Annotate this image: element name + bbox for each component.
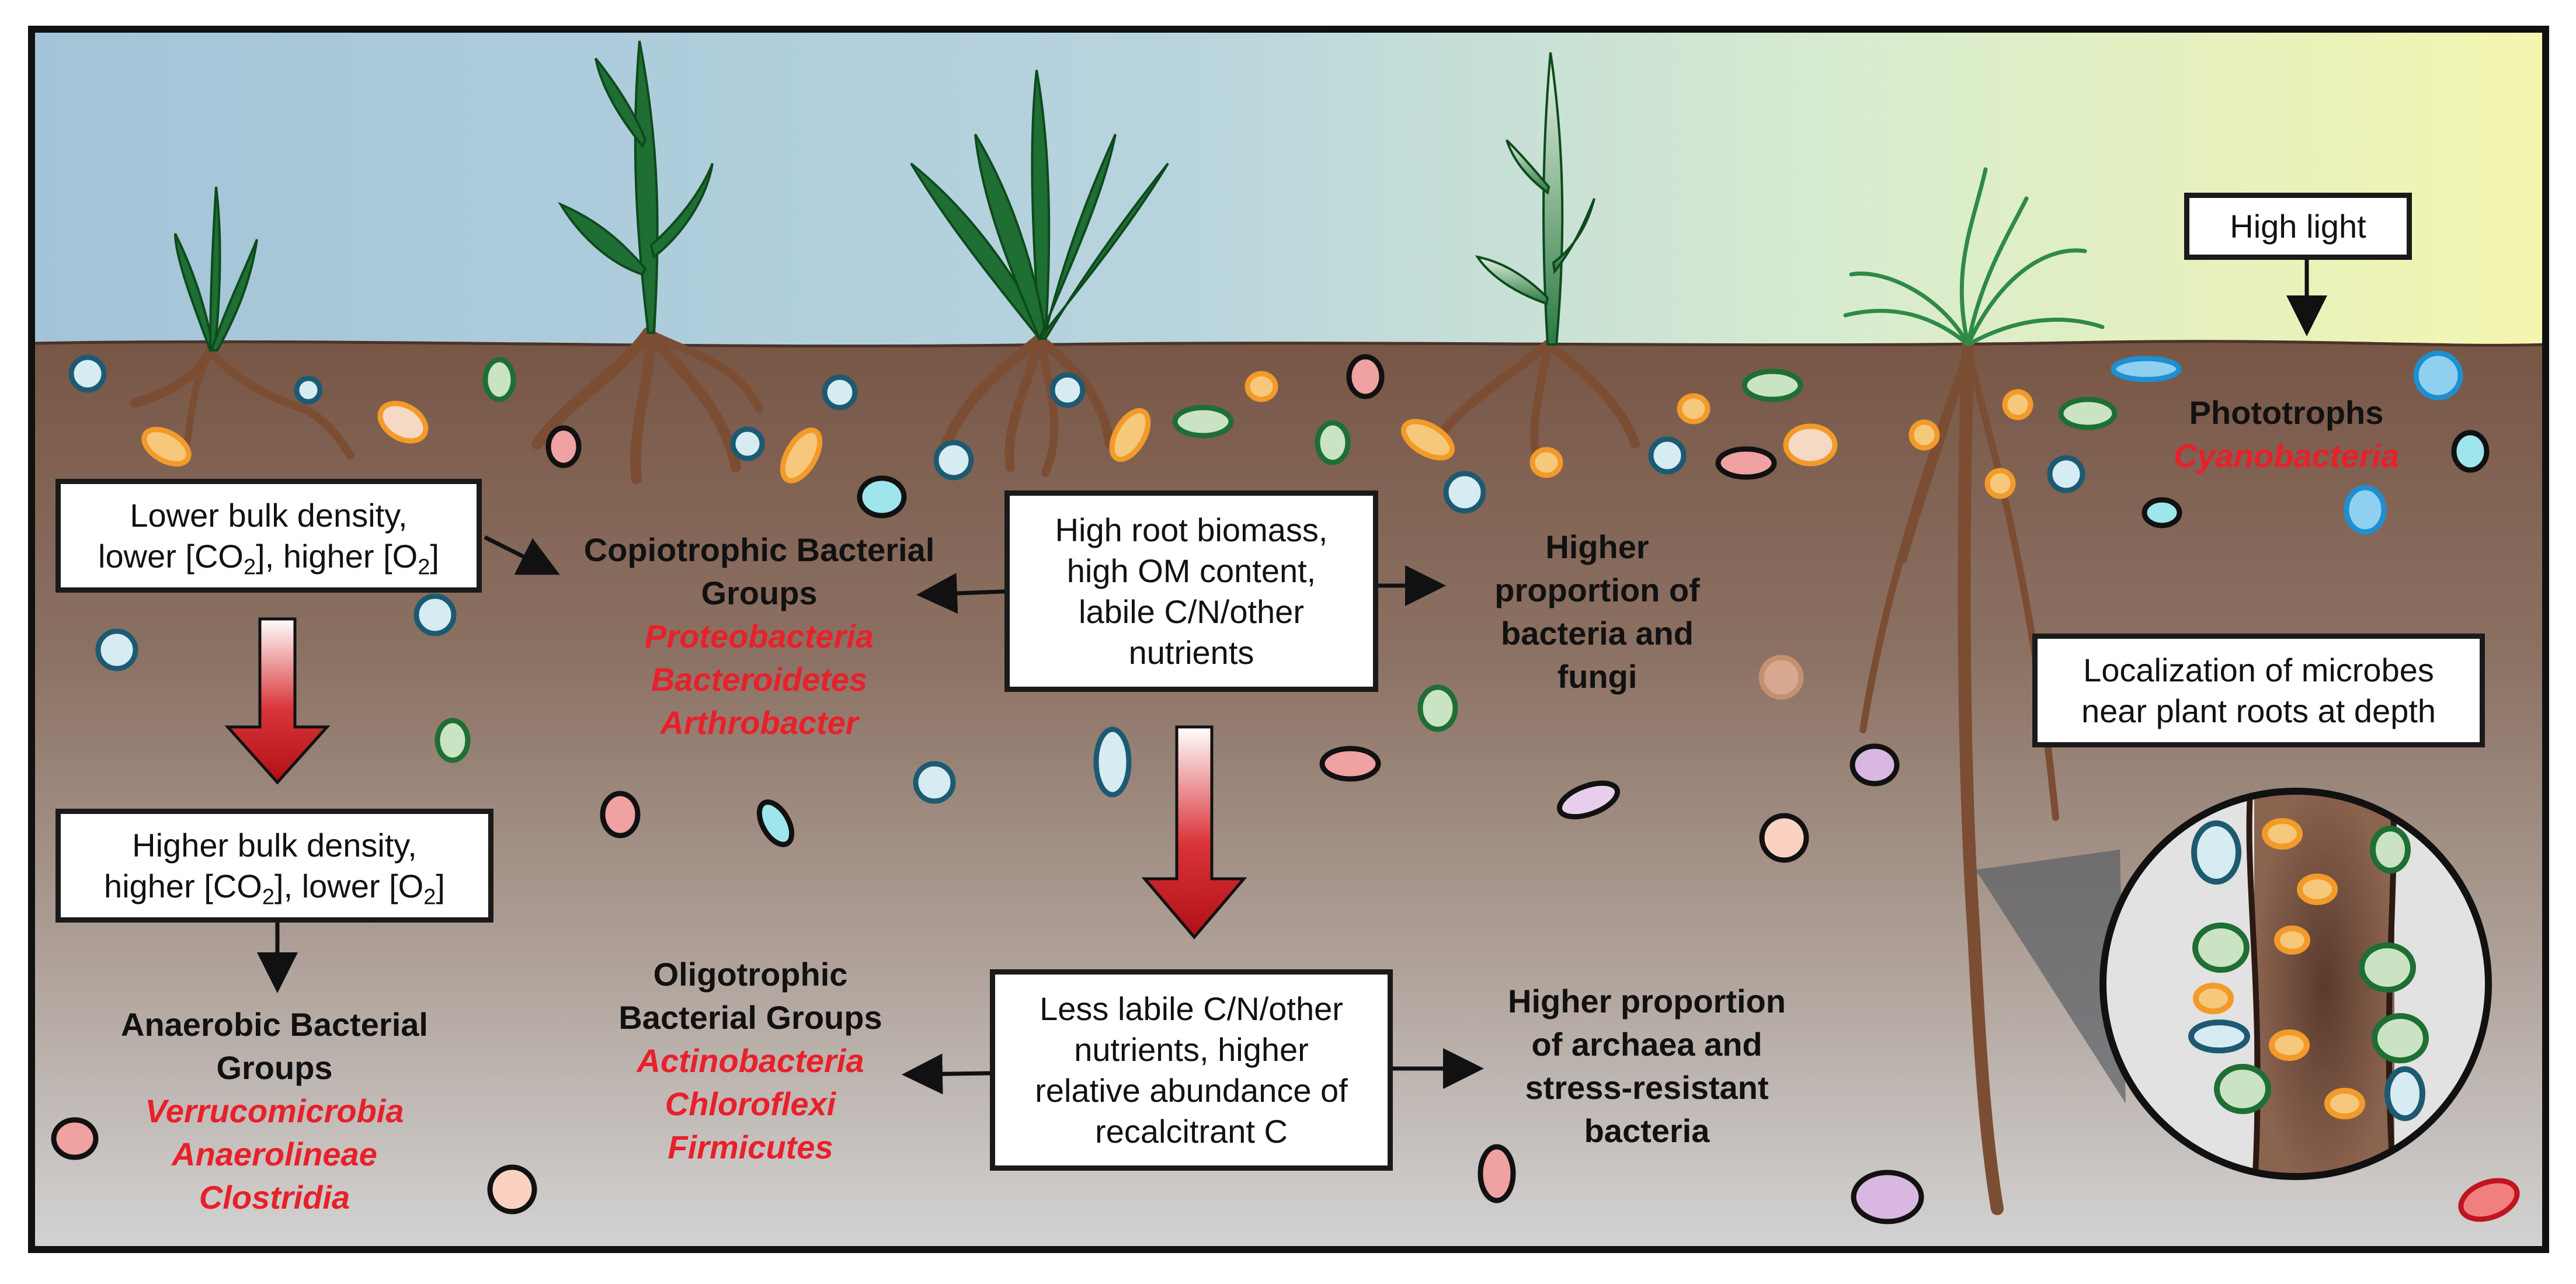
- archaea-label: Higher proportion of archaea and stress-…: [1483, 980, 1810, 1153]
- high-root-line2: high OM content,: [1066, 552, 1316, 589]
- less-labile-box: Less labile C/N/other nutrients, higher …: [990, 969, 1393, 1171]
- copiotrophic-taxon-3: Arthrobacter: [660, 704, 858, 741]
- oligotrophic-title-1: Oligotrophic: [653, 956, 848, 993]
- high-light-box: High light: [2184, 193, 2412, 260]
- plant-leaves: [174, 40, 1595, 353]
- higher-bulk-line2: higher [CO2], lower [O2]: [104, 867, 445, 909]
- sky: [32, 29, 2546, 356]
- soil: [32, 341, 2546, 1250]
- anaerobic-label: Anaerobic Bacterial Groups Verrucomicrob…: [82, 1003, 467, 1219]
- bacteria-fungi-line2: proportion of: [1494, 571, 1700, 608]
- high-root-line4: nutrients: [1128, 634, 1254, 671]
- anaerobic-title-1: Anaerobic Bacterial: [121, 1006, 428, 1043]
- red-arrow-center: [1141, 725, 1247, 939]
- oligotrophic-taxon-1: Actinobacteria: [637, 1042, 864, 1079]
- bacteria-fungi-line3: bacteria and: [1501, 614, 1694, 652]
- root-zoom-inset: [2099, 788, 2492, 1180]
- grass-blades: [1843, 167, 2105, 347]
- bacteria-fungi-line4: fungi: [1557, 657, 1638, 695]
- lower-bulk-line1: Lower bulk density,: [130, 496, 408, 534]
- bacteria-fungi-label: Higher proportion of bacteria and fungi: [1472, 526, 1723, 698]
- localization-line2: near plant roots at depth: [2081, 692, 2436, 729]
- anaerobic-taxon-1: Verrucomicrobia: [145, 1092, 404, 1129]
- connector-arrows: [257, 248, 2327, 1095]
- less-labile-line2: nutrients, higher: [1074, 1031, 1309, 1068]
- bacteria-fungi-line1: Higher: [1545, 528, 1649, 565]
- less-labile-line3: relative abundance of: [1035, 1071, 1348, 1109]
- plant-roots: [130, 327, 2059, 1215]
- lower-bulk-density-box: Lower bulk density, lower [CO2], higher …: [55, 479, 482, 593]
- soil-surface-line: [31, 340, 2546, 348]
- oligotrophic-taxon-2: Chloroflexi: [665, 1085, 836, 1122]
- copiotrophic-title-1: Copiotrophic Bacterial: [583, 531, 935, 568]
- magnifier-wedge: [1974, 850, 2126, 1104]
- high-root-biomass-box: High root biomass, high OM content, labi…: [1004, 490, 1378, 692]
- copiotrophic-taxon-2: Bacteroidetes: [651, 660, 868, 698]
- oligotrophic-taxon-3: Firmicutes: [668, 1128, 833, 1165]
- archaea-line4: bacteria: [1584, 1112, 1710, 1149]
- high-root-line1: High root biomass,: [1055, 511, 1328, 548]
- phototrophs-title: Phototrophs: [2189, 394, 2384, 431]
- lower-bulk-line2: lower [CO2], higher [O2]: [98, 537, 439, 579]
- oligotrophic-label: Oligotrophic Bacterial Groups Actinobact…: [584, 953, 917, 1169]
- anaerobic-taxon-2: Anaerolineae: [172, 1135, 377, 1172]
- localization-line1: Localization of microbes: [2083, 651, 2434, 688]
- less-labile-line1: Less labile C/N/other: [1040, 990, 1343, 1027]
- higher-bulk-line1: Higher bulk density,: [132, 826, 417, 864]
- copiotrophic-title-2: Groups: [701, 574, 818, 611]
- red-arrow-left: [224, 617, 331, 785]
- high-light-label: High light: [2230, 207, 2366, 245]
- archaea-line1: Higher proportion: [1508, 983, 1786, 1019]
- soil-microbes: [51, 350, 2520, 1224]
- phototrophs-label: Phototrophs Cyanobacteria: [2155, 391, 2418, 478]
- anaerobic-taxon-3: Clostridia: [199, 1178, 350, 1216]
- archaea-line2: of archaea and: [1531, 1025, 1762, 1063]
- copiotrophic-label: Copiotrophic Bacterial Groups Proteobact…: [549, 528, 969, 744]
- localization-box: Localization of microbes near plant root…: [2032, 634, 2485, 747]
- phototrophs-taxon: Cyanobacteria: [2174, 437, 2399, 474]
- archaea-line3: stress-resistant: [1525, 1069, 1769, 1106]
- copiotrophic-taxon-1: Proteobacteria: [644, 617, 874, 655]
- less-labile-line4: recalcitrant C: [1095, 1112, 1288, 1150]
- higher-bulk-density-box: Higher bulk density, higher [CO2], lower…: [55, 809, 493, 923]
- anaerobic-title-2: Groups: [216, 1049, 333, 1086]
- high-root-line3: labile C/N/other: [1079, 593, 1304, 630]
- figure-frame: [28, 26, 2549, 1253]
- oligotrophic-title-2: Bacterial Groups: [618, 998, 882, 1036]
